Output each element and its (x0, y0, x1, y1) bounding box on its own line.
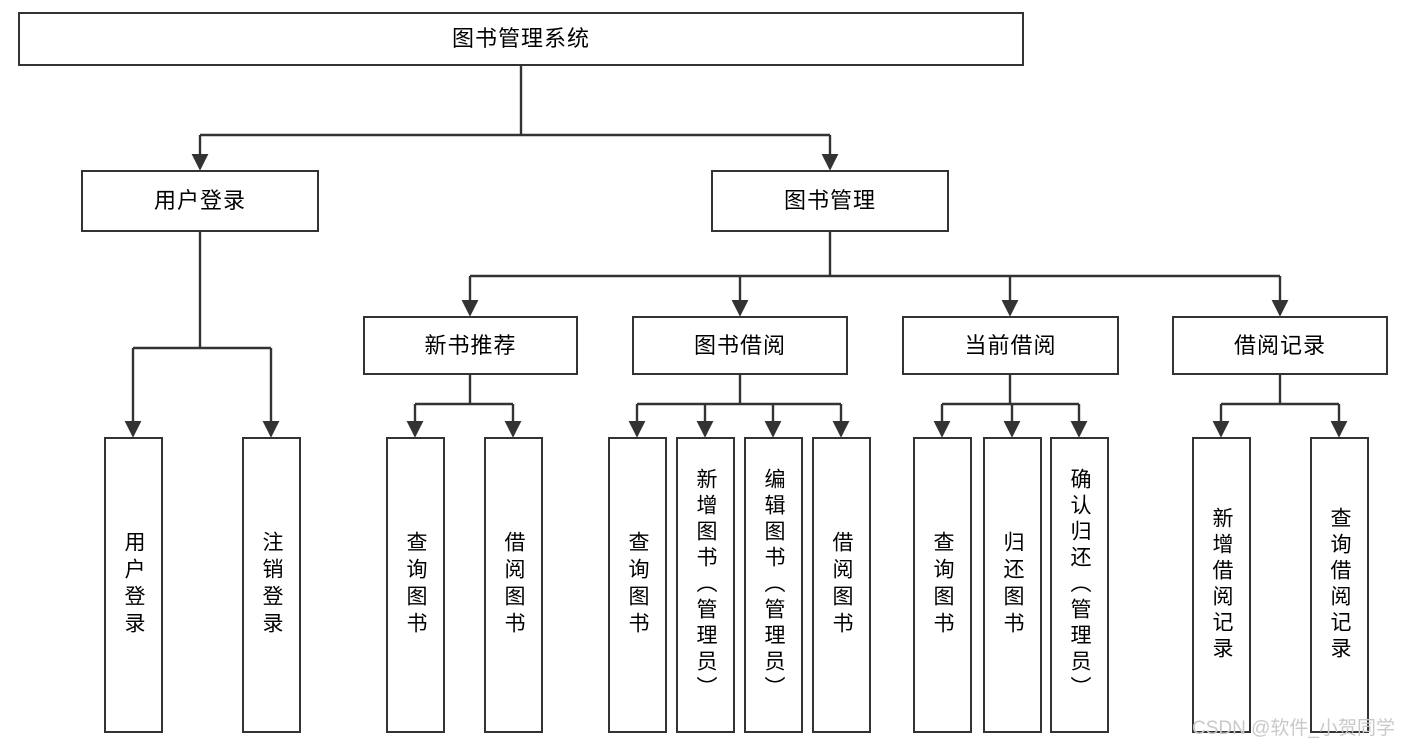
node-new-book-recommend[interactable]: 新书推荐 (363, 316, 578, 375)
node-leaf-edit-book-label: 编辑图书（管理员） (762, 468, 785, 702)
node-user-login-label: 用户登录 (153, 188, 246, 214)
node-book-manage[interactable]: 图书管理 (711, 170, 949, 232)
node-leaf-user-login[interactable]: 用户登录 (104, 437, 163, 733)
node-current-borrow-label: 当前借阅 (964, 332, 1057, 358)
node-leaf-edit-book[interactable]: 编辑图书（管理员） (744, 437, 803, 733)
node-leaf-logout-login-label: 注销登录 (260, 531, 283, 639)
node-leaf-add-book[interactable]: 新增图书（管理员） (676, 437, 735, 733)
node-leaf-query-book-2[interactable]: 查询图书 (608, 437, 667, 733)
node-user-login[interactable]: 用户登录 (81, 170, 319, 232)
node-root-label: 图书管理系统 (451, 26, 590, 52)
node-leaf-query-record-label: 查询借阅记录 (1328, 507, 1351, 663)
node-leaf-confirm-return-label: 确认归还（管理员） (1068, 468, 1091, 702)
node-leaf-query-book-1-label: 查询图书 (404, 531, 427, 639)
node-leaf-query-book-1[interactable]: 查询图书 (386, 437, 445, 733)
node-book-borrow-label: 图书借阅 (693, 332, 786, 358)
node-current-borrow[interactable]: 当前借阅 (902, 316, 1119, 375)
node-leaf-add-record[interactable]: 新增借阅记录 (1192, 437, 1251, 733)
node-borrow-record[interactable]: 借阅记录 (1172, 316, 1388, 375)
node-leaf-query-book-2-label: 查询图书 (626, 531, 649, 639)
node-leaf-query-book-3[interactable]: 查询图书 (913, 437, 972, 733)
node-book-manage-label: 图书管理 (783, 188, 876, 214)
node-leaf-query-book-3-label: 查询图书 (931, 531, 954, 639)
node-leaf-borrow-book-2-label: 借阅图书 (830, 531, 853, 639)
node-leaf-user-login-label: 用户登录 (122, 531, 145, 639)
node-leaf-borrow-book-1-label: 借阅图书 (502, 531, 525, 639)
node-leaf-borrow-book-2[interactable]: 借阅图书 (812, 437, 871, 733)
node-leaf-return-book-label: 归还图书 (1001, 531, 1024, 639)
csdn-watermark: CSDN @软件_小贺同学 (1192, 718, 1395, 739)
node-leaf-confirm-return[interactable]: 确认归还（管理员） (1050, 437, 1109, 733)
node-leaf-add-book-label: 新增图书（管理员） (694, 468, 717, 702)
node-new-book-recommend-label: 新书推荐 (424, 332, 517, 358)
node-leaf-query-record[interactable]: 查询借阅记录 (1310, 437, 1369, 733)
node-leaf-logout-login[interactable]: 注销登录 (242, 437, 301, 733)
node-leaf-borrow-book-1[interactable]: 借阅图书 (484, 437, 543, 733)
node-leaf-add-record-label: 新增借阅记录 (1210, 507, 1233, 663)
node-borrow-record-label: 借阅记录 (1233, 332, 1326, 358)
node-leaf-return-book[interactable]: 归还图书 (983, 437, 1042, 733)
node-book-borrow[interactable]: 图书借阅 (632, 316, 848, 375)
node-root[interactable]: 图书管理系统 (18, 12, 1024, 66)
